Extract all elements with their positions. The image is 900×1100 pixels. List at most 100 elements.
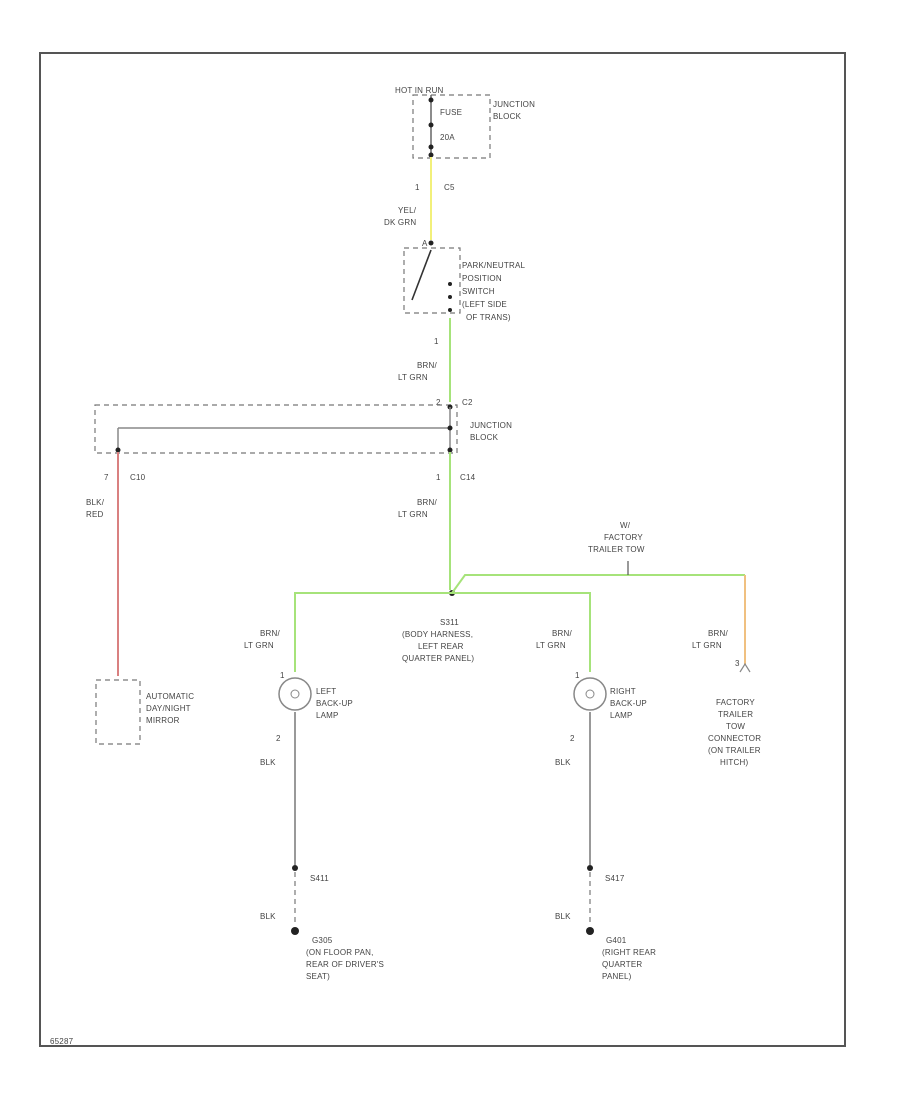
splice-label-line2: (BODY HARNESS, — [402, 630, 473, 639]
mirror-label-line1: AUTOMATIC — [146, 692, 194, 701]
tow-connector-line4: CONNECTOR — [708, 734, 761, 743]
blk-right-label: BLK — [555, 758, 571, 767]
tow-connector-line3: TOW — [726, 722, 745, 731]
diagram-frame — [39, 52, 846, 1047]
park-neutral-switch-box — [403, 247, 461, 314]
factory-tow-line3: TRAILER TOW — [588, 545, 645, 554]
tow-connector-symbol — [739, 662, 751, 673]
fuse-amps-label: 20A — [440, 133, 455, 142]
mirror-box — [95, 679, 141, 745]
right-backup-lamp-bulb — [573, 677, 607, 711]
pin-left-1: 1 — [280, 671, 285, 680]
switch-label-line3: SWITCH — [462, 287, 495, 296]
left-lamp-label-line1: LEFT — [316, 687, 336, 696]
right-lamp-label-line2: BACK-UP — [610, 699, 647, 708]
switch-pin-a — [428, 240, 434, 246]
junction-block-top-line2: BLOCK — [493, 112, 522, 121]
right-lamp-label-line1: RIGHT — [610, 687, 636, 696]
mirror-label-line2: DAY/NIGHT — [146, 704, 191, 713]
hot-in-run-label: HOT IN RUN — [395, 86, 444, 95]
wire-left-lamp-line1: BRN/ — [260, 629, 280, 638]
splice-label-line1: S311 — [440, 618, 459, 627]
wire4-line2: LT GRN — [398, 510, 428, 519]
fuse-dot-bottom — [428, 144, 434, 150]
switch-pin-a-label: A — [422, 239, 428, 248]
diagram-code: 65287 — [50, 1037, 74, 1046]
factory-tow-line1: W/ — [620, 521, 631, 530]
c14-terminal — [447, 447, 453, 453]
left-lamp-label-line2: BACK-UP — [316, 699, 353, 708]
ground-g305 — [291, 927, 299, 935]
tow-connector-line2: TRAILER — [718, 710, 753, 719]
pin-tow: 3 — [735, 659, 740, 668]
switch-label-line1: PARK/NEUTRAL — [462, 261, 526, 270]
blk-left2-label: BLK — [260, 912, 276, 921]
c5-label: C5 — [444, 183, 455, 192]
blk-left-label: BLK — [260, 758, 276, 767]
wire-left-branch — [294, 592, 452, 672]
junction-block-mid-line2: BLOCK — [470, 433, 499, 442]
wire-right-branch — [452, 592, 591, 672]
fuse-dot-mid — [428, 122, 434, 128]
junction-node — [447, 425, 453, 431]
tow-connector-line1: FACTORY — [716, 698, 755, 707]
wire-right-lamp-line2: LT GRN — [536, 641, 566, 650]
ground-right-line1: G401 — [606, 936, 627, 945]
factory-tow-line2: FACTORY — [604, 533, 643, 542]
left-lamp-label-line3: LAMP — [316, 711, 339, 720]
pin-1-c5: 1 — [415, 183, 420, 192]
switch-label-line4: (LEFT SIDE — [462, 300, 507, 309]
fuse-dot-top — [428, 97, 434, 103]
splice-label-line4: QUARTER PANEL) — [402, 654, 474, 663]
pin-2-c2: 2 — [436, 398, 441, 407]
splice-s411 — [292, 865, 298, 871]
wire-left-lamp-line2: LT GRN — [244, 641, 274, 650]
wire-tow-branch — [451, 574, 745, 594]
ground-right-line2: (RIGHT REAR — [602, 948, 656, 957]
c14-label: C14 — [460, 473, 476, 482]
c2-label: C2 — [462, 398, 473, 407]
wire-tow-line1: BRN/ — [708, 629, 728, 638]
ground-right-line4: PANEL) — [602, 972, 632, 981]
right-lamp-label-line3: LAMP — [610, 711, 633, 720]
wire-right-lamp-line1: BRN/ — [552, 629, 572, 638]
wire4-line1: BRN/ — [417, 498, 437, 507]
switch-label-line2: POSITION — [462, 274, 502, 283]
tow-connector-line6: HITCH) — [720, 758, 748, 767]
pin-right-2: 2 — [570, 734, 575, 743]
wire1-line2: DK GRN — [384, 218, 416, 227]
s411-label: S411 — [310, 874, 329, 883]
ground-left-line3: REAR OF DRIVER'S — [306, 960, 384, 969]
wire1-line1: YEL/ — [398, 206, 417, 215]
switch-contact-1 — [448, 282, 452, 286]
pin-right-1: 1 — [575, 671, 580, 680]
right-lamp-filament — [585, 689, 595, 699]
wire3-line1: BLK/ — [86, 498, 105, 507]
switch-contact-3 — [448, 308, 452, 312]
switch-contact-2 — [448, 295, 452, 299]
c5-terminal — [428, 152, 434, 158]
s417-label: S417 — [605, 874, 625, 883]
left-backup-lamp-bulb — [278, 677, 312, 711]
pin-1-switch: 1 — [434, 337, 439, 346]
wire3-line2: RED — [86, 510, 104, 519]
ground-left-line1: G305 — [312, 936, 333, 945]
wire-tow-line2: LT GRN — [692, 641, 722, 650]
mirror-label-line3: MIRROR — [146, 716, 180, 725]
c10-label: C10 — [130, 473, 146, 482]
wire2-line1: BRN/ — [417, 361, 437, 370]
switch-blade — [411, 249, 432, 301]
junction-block-top-line1: JUNCTION — [493, 100, 535, 109]
splice-s417 — [587, 865, 593, 871]
left-lamp-filament — [290, 689, 300, 699]
wire2-line2: LT GRN — [398, 373, 428, 382]
junction-block-top — [412, 94, 491, 159]
pin-7-label: 7 — [104, 473, 109, 482]
pin-left-2: 2 — [276, 734, 281, 743]
ground-left-line4: SEAT) — [306, 972, 330, 981]
pin-1-c14: 1 — [436, 473, 441, 482]
fuse-label: FUSE — [440, 108, 462, 117]
switch-label-line5: OF TRANS) — [466, 313, 511, 322]
c10-terminal — [115, 447, 121, 453]
